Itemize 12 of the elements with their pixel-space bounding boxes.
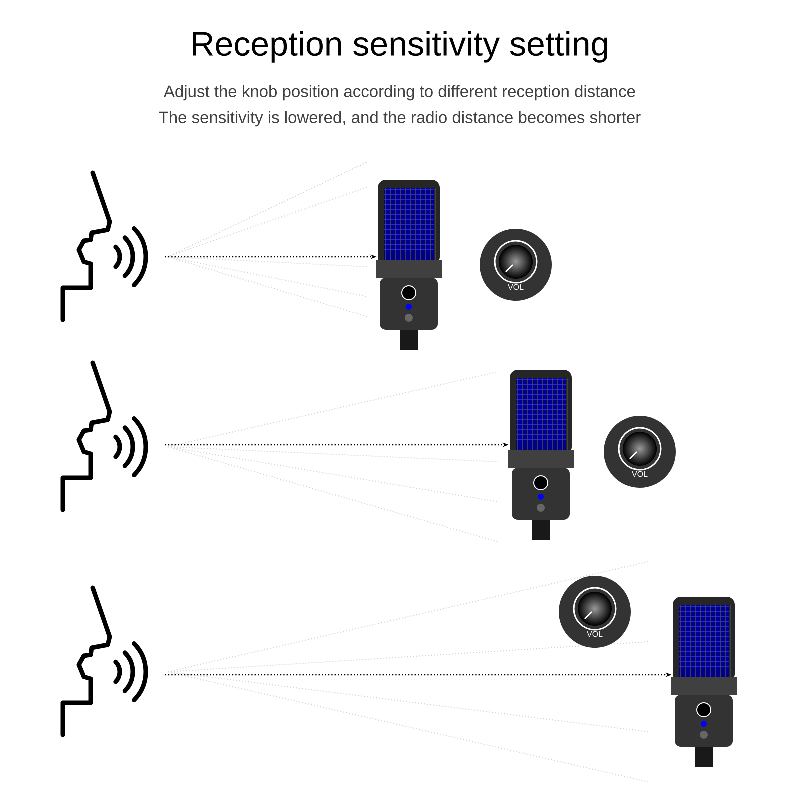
volume-knob: VOL <box>480 229 552 301</box>
microphone-drawing <box>671 597 737 767</box>
microphone-drawing <box>508 370 574 540</box>
subtitle: The sensitivity is lowered, and the radio distance becomes shorter <box>159 111 641 127</box>
volume-knob: VOL <box>559 576 631 648</box>
microphone-drawing <box>376 180 442 350</box>
title: Reception sensitivity setting <box>193 31 608 63</box>
subtitle: Adjust the knob position according to different reception distance <box>164 85 636 101</box>
volume-knob: VOL <box>604 416 676 488</box>
speaking-head-drawing <box>60 586 148 738</box>
speaking-head-drawing <box>60 170 148 322</box>
speaking-head-drawing <box>60 360 148 512</box>
